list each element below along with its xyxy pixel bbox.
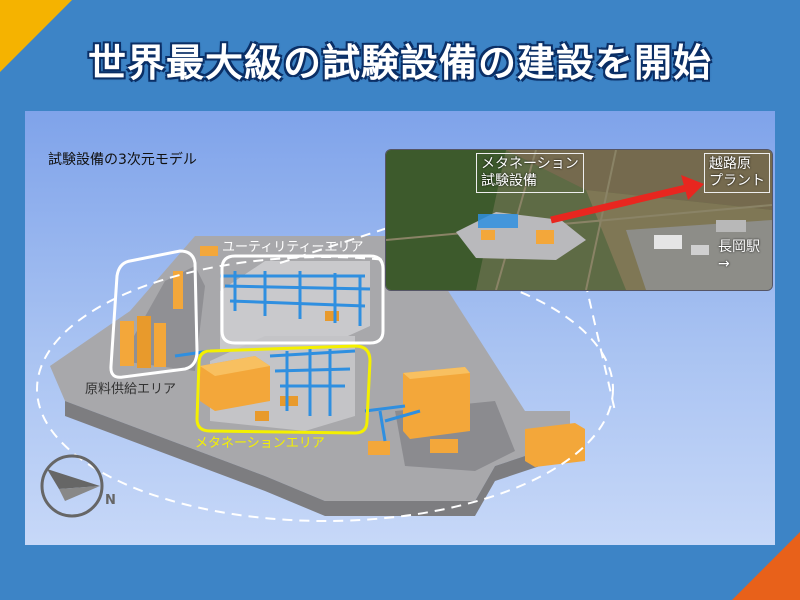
- methanation-area-label: メタネーションエリア: [195, 436, 325, 451]
- facility-3d-model: [36, 205, 616, 522]
- raw-supply-tank: [154, 323, 166, 367]
- utility-piping: [220, 271, 371, 326]
- site-dashed-ellipse: [36, 256, 614, 522]
- large-building: [403, 367, 470, 439]
- compass-north-label: N: [105, 493, 116, 508]
- model-panel: 試験設備の3次元モデル ユーティリティーエリア 原料供給エリア メタネーションエ…: [25, 111, 775, 545]
- facility-label: メタネーション 試験設備: [476, 153, 584, 193]
- equipment: [325, 311, 339, 321]
- utility-area-label: ユーティリティーエリア: [222, 240, 364, 255]
- raw-supply-tank: [173, 271, 183, 309]
- small-building: [200, 246, 218, 256]
- station-label: 長岡駅→: [718, 239, 760, 272]
- large-building-top: [403, 367, 470, 379]
- utility-area-outline: [220, 254, 385, 345]
- corner-decoration-top-left: [0, 0, 72, 72]
- model-label: 試験設備の3次元モデル: [48, 152, 197, 168]
- aerial-photo-inset: メタネーション 試験設備 越路原 プラント 長岡駅→: [385, 149, 773, 291]
- utility-pad: [220, 261, 370, 351]
- raw-supply-area-label: 原料供給エリア: [85, 382, 177, 397]
- methanation-building-top: [200, 356, 270, 376]
- aerial-photo: [386, 150, 772, 290]
- red-arrow-icon: [681, 175, 704, 200]
- raw-supply-area-outline: [109, 249, 199, 379]
- small-building: [525, 423, 585, 467]
- equipment: [255, 411, 269, 421]
- page-title: 世界最大級の試験設備の建設を開始: [87, 41, 712, 85]
- compass-icon: [40, 454, 104, 518]
- small-building: [368, 441, 390, 455]
- equipment: [280, 396, 298, 406]
- plant-label: 越路原 プラント: [704, 153, 770, 193]
- small-building: [430, 439, 458, 453]
- raw-supply-tank: [137, 316, 151, 368]
- raw-supply-tank: [120, 321, 134, 366]
- methanation-area-outline: [195, 344, 372, 435]
